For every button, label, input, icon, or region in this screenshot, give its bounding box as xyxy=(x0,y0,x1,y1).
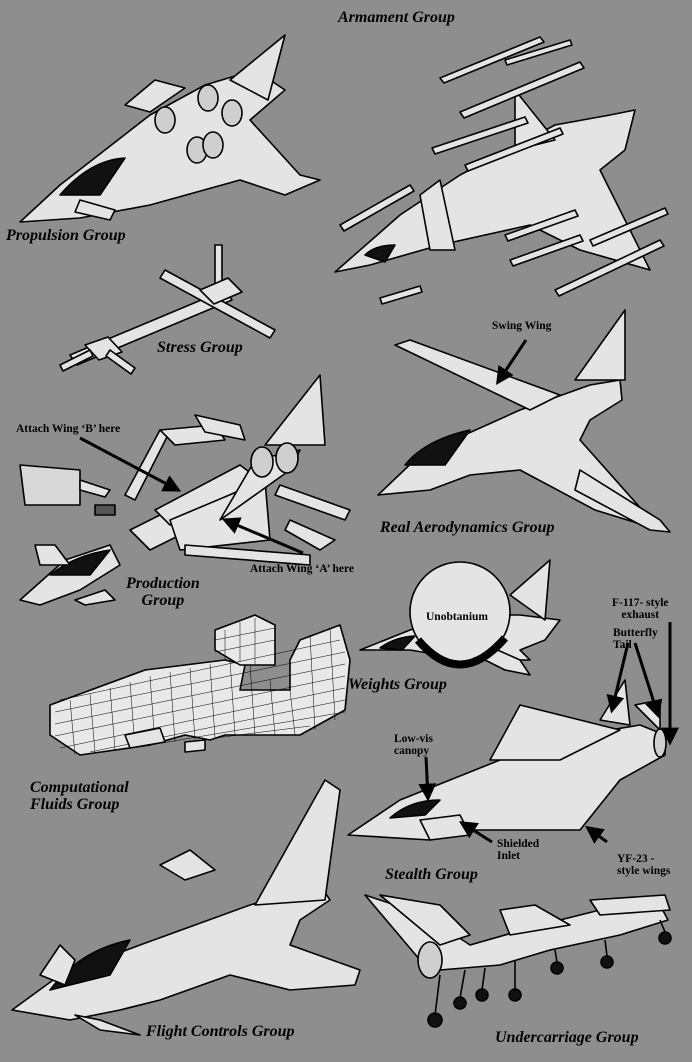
f117-exhaust-line1: F-117- style xyxy=(612,597,669,609)
real-aerodynamics-group-label: Real Aerodynamics Group xyxy=(380,519,555,536)
computational-fluids-label-line1: Computational xyxy=(30,779,129,796)
f117-exhaust-annotation: F-117- style exhaust xyxy=(612,597,669,621)
computational-fluids-group-label: Computational Fluids Group xyxy=(30,779,129,814)
production-parts-illustration xyxy=(19,374,351,606)
attach-wing-a-annotation: Attach Wing ‘A’ here xyxy=(250,563,355,575)
low-vis-canopy-annotation: Low-vis canopy xyxy=(394,733,433,757)
flight-controls-jet-illustration xyxy=(11,779,361,1036)
low-vis-canopy-line1: Low-vis xyxy=(394,733,433,745)
stealth-group-label: Stealth Group xyxy=(385,866,478,883)
flight-controls-group-label: Flight Controls Group xyxy=(146,1023,295,1040)
undercarriage-jet-illustration xyxy=(364,894,672,1028)
propulsion-jet-illustration xyxy=(19,34,321,223)
unobtanium-annotation: Unobtanium xyxy=(426,611,488,623)
f117-exhaust-line2: exhaust xyxy=(621,609,660,622)
shielded-inlet-line2: Inlet xyxy=(497,850,520,863)
shielded-inlet-line1: Shielded xyxy=(497,838,540,850)
computational-fluids-label-line2: Fluids Group xyxy=(30,795,120,813)
butterfly-tail-line1: Butterfly xyxy=(613,627,658,639)
stealth-jet-illustration xyxy=(347,679,667,841)
undercarriage-group-label: Undercarriage Group xyxy=(495,1029,639,1046)
swing-wing-annotation: Swing Wing xyxy=(492,320,552,332)
swing-wing-jet-illustration xyxy=(377,309,671,533)
yf23-wings-line2: style wings xyxy=(617,865,671,878)
weights-jet-illustration xyxy=(359,559,561,676)
yf23-wings-line1: YF-23 - xyxy=(617,853,655,865)
yf23-wings-annotation: YF-23 - style wings xyxy=(617,853,670,877)
production-group-label: Production Group xyxy=(126,575,200,610)
weights-group-label: Weights Group xyxy=(348,676,447,693)
production-group-label-line1: Production xyxy=(126,575,200,592)
cfd-mesh-illustration xyxy=(49,614,351,756)
production-group-label-line2: Group xyxy=(141,591,185,609)
armament-group-label: Armament Group xyxy=(338,9,455,26)
shielded-inlet-annotation: Shielded Inlet xyxy=(497,838,539,862)
armament-jet-illustration xyxy=(334,36,669,305)
propulsion-group-label: Propulsion Group xyxy=(6,227,126,244)
stress-group-label: Stress Group xyxy=(157,339,243,356)
low-vis-canopy-line2: canopy xyxy=(394,745,430,758)
butterfly-tail-annotation: Butterfly Tail xyxy=(613,627,658,651)
attach-wing-b-annotation: Attach Wing ‘B’ here xyxy=(16,423,121,435)
stress-structure-illustration xyxy=(59,244,276,375)
butterfly-tail-line2: Tail xyxy=(613,639,632,652)
